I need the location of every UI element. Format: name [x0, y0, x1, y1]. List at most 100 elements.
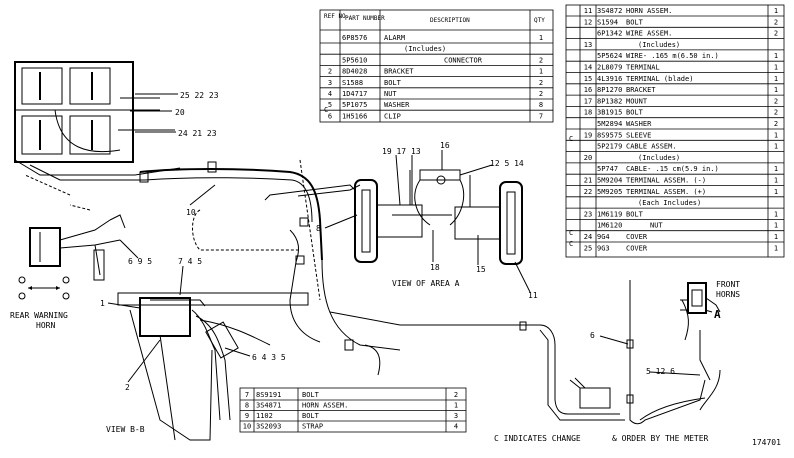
table-row-desc: TERMINAL ASSEM. (+): [626, 188, 706, 196]
header-desc: DESCRIPTION: [430, 17, 470, 24]
header-qty: QTY: [534, 17, 545, 24]
callout-12-5-14: 12 5 14: [490, 159, 524, 168]
change-mark: C: [569, 229, 573, 237]
table-row-qty: 2: [774, 30, 778, 38]
table-row-desc: MOUNT: [626, 97, 648, 105]
table-row-part: 5M2894: [597, 120, 622, 128]
header-part: PART NUMBER: [345, 15, 385, 22]
table-row-ref: 6: [328, 112, 332, 120]
table-row-desc: TERMINAL (blade): [626, 75, 693, 83]
callout-7-4-5: 7 4 5: [178, 257, 202, 266]
table-row-part: 8P1270: [597, 86, 622, 94]
table-row-desc: CABLE- .15 cm(5.9 in.): [626, 165, 719, 173]
footer-order-note: & ORDER BY THE METER: [612, 434, 709, 443]
callout-5-12-6: 5 12 6: [646, 367, 675, 376]
table-row-ref: 11: [584, 7, 592, 15]
table-row-part: 6P1342: [597, 30, 622, 38]
table-row-qty: 2: [539, 79, 543, 87]
callout-20: 20: [175, 108, 185, 117]
table-row-ref: 7: [245, 391, 249, 399]
callout-8: 8: [316, 224, 321, 233]
table-row-qty: 1: [774, 7, 778, 15]
callout-1: 1: [100, 299, 105, 308]
callout-18: 18: [430, 263, 440, 272]
table-row-ref: 23: [584, 210, 592, 218]
table-row-qty: 2: [774, 18, 778, 26]
table-row-qty: 1: [774, 143, 778, 151]
table-row-desc: (Each Includes): [638, 199, 701, 207]
table-row-qty: 1: [774, 75, 778, 83]
table-row-ref: 16: [584, 86, 592, 94]
table-row-part: 1D4717: [342, 90, 367, 98]
table-row-desc: BRACKET: [626, 86, 656, 94]
table-row-qty: 1: [774, 222, 778, 230]
table-row-part: 6P8576: [342, 34, 367, 42]
header-ref: REF NO: [324, 13, 346, 20]
table-row-desc: BOLT: [302, 412, 320, 420]
table-row-desc: CABLE ASSEM.: [626, 143, 677, 151]
table-row-ref: 13: [584, 41, 592, 49]
table-row-desc: CONNECTOR: [444, 56, 483, 64]
callout-15: 15: [476, 265, 486, 274]
view-of-area-a: [264, 169, 523, 265]
callout-a: A: [714, 308, 721, 321]
table-row-part: 5P747: [597, 165, 618, 173]
table-row-part: S1594: [597, 18, 618, 26]
drawing-number: 174701: [752, 438, 781, 447]
table-row-ref: 19: [584, 131, 592, 139]
table-row-desc: (Includes): [638, 41, 680, 49]
table-row-desc: SLEEVE: [626, 131, 651, 139]
table-row-ref: 14: [584, 64, 592, 72]
table-row-ref: 17: [584, 97, 592, 105]
view-of-area-a-label: VIEW OF AREA A: [392, 279, 460, 288]
table-row-qty: 1: [774, 86, 778, 94]
table-row-part: 1M6120: [597, 222, 622, 230]
table-row-ref: 22: [584, 188, 592, 196]
table-row-qty: 1: [774, 131, 778, 139]
table-row-qty: 1: [774, 64, 778, 72]
parts-table-top: REF NO PART NUMBER DESCRIPTION QTY 6P857…: [319, 9, 554, 123]
front-horns-label-line2: HORNS: [716, 290, 740, 299]
table-row-desc: BOLT: [302, 391, 320, 399]
table-row-part: 9G4: [597, 233, 610, 241]
table-row-part: 2L8079: [597, 64, 622, 72]
table-row-qty: 1: [774, 177, 778, 185]
table-row-part: 1102: [256, 412, 273, 420]
table-row-part: 3S4871: [256, 402, 281, 410]
view-b-b: [117, 292, 309, 441]
table-row-desc: BOLT: [626, 109, 644, 117]
table-row-ref: 12: [584, 18, 592, 26]
table-row-desc: TERMINAL: [626, 64, 660, 72]
callout-25-22-23: 25 22 23: [180, 91, 219, 100]
table-row-desc: STRAP: [302, 423, 323, 431]
callout-16: 16: [440, 141, 450, 150]
table-row-desc: HORN ASSEM.: [302, 402, 348, 410]
table-row-desc: BRACKET: [384, 68, 414, 76]
callout-11: 11: [528, 291, 538, 300]
bracket: [579, 387, 611, 409]
table-row-qty: 7: [539, 112, 543, 120]
rear-warning-horn-label-line2: HORN: [36, 321, 55, 330]
table-row-desc: NUT: [650, 222, 663, 230]
table-row-ref: 21: [584, 177, 592, 185]
table-row-part: 9G3: [597, 244, 610, 252]
table-row-part: 3B1915: [597, 109, 622, 117]
callout-13: 13: [411, 147, 421, 156]
table-row-desc: WIRE ASSEM.: [626, 30, 672, 38]
table-row-part: S1588: [342, 79, 363, 87]
table-row-desc: BOLT: [384, 79, 402, 87]
table-row-qty: 2: [774, 97, 778, 105]
table-row-qty: 2: [539, 56, 543, 64]
table-row-desc: TERMINAL ASSEM. (-): [626, 177, 706, 185]
wiring-harness: [139, 168, 721, 425]
table-row-ref: 15: [584, 75, 592, 83]
table-row-desc: COVER: [626, 233, 648, 241]
table-row-desc: WASHER: [384, 101, 410, 109]
table-row-desc: BOLT: [626, 210, 644, 218]
table-row-part: 5P5624: [597, 52, 622, 60]
table-row-desc: HORN ASSEM.: [626, 7, 672, 15]
table-row-part: 4L3916: [597, 75, 622, 83]
table-row-part: 8S9575: [597, 131, 622, 139]
battery-box: [14, 61, 181, 181]
table-row-qty: 1: [539, 68, 543, 76]
